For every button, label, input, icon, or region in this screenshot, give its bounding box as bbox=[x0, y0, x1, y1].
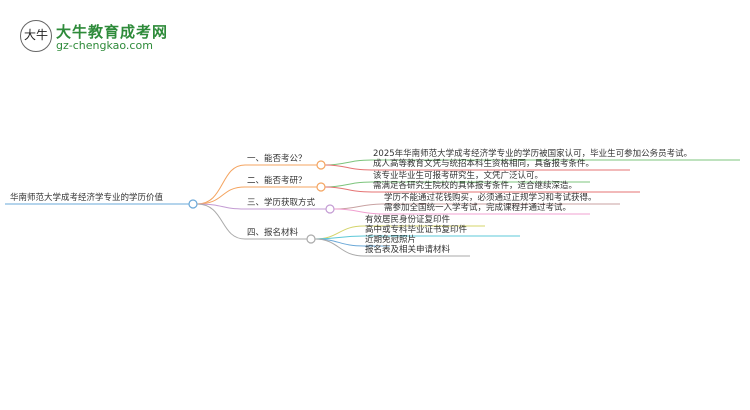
logo-mark-icon: 大牛 bbox=[20, 20, 52, 52]
root-node[interactable]: 华南师范大学成考经济学专业的学历价值 bbox=[10, 193, 164, 203]
leaf-connector bbox=[314, 235, 520, 240]
branch-node-circle bbox=[316, 160, 326, 170]
leaf-1-1: 2025年华南师范大学成考经济学专业的学历被国家认可，毕业生可参加公务员考试。 bbox=[373, 149, 693, 159]
leaf-4-2: 高中或专科毕业证书复印件 bbox=[365, 225, 468, 235]
leaf-connector bbox=[324, 164, 630, 171]
branch-node-circle bbox=[306, 234, 316, 244]
logo-url: gz-chengkao.com bbox=[56, 39, 153, 52]
branch-2-label[interactable]: 二、能否考研？ bbox=[247, 176, 307, 186]
leaf-1-2: 成人高等教育文凭与统招本科生资格相同，具备报考条件。 bbox=[373, 159, 595, 169]
leaf-4-1: 有效居民身份证复印件 bbox=[365, 215, 451, 225]
branch-3-label[interactable]: 三、学历获取方式 bbox=[247, 198, 316, 208]
leaf-3-1: 学历不能通过花钱购买，必须通过正规学习和考试获得。 bbox=[384, 193, 597, 203]
leaf-4-3: 近期免冠照片 bbox=[365, 235, 417, 245]
branch-4-label[interactable]: 四、报名材料 bbox=[247, 228, 299, 238]
leaf-2-2: 需满足各研究生院校的具体报考条件，适合继续深造。 bbox=[373, 181, 578, 191]
branch-node-circle bbox=[325, 204, 335, 214]
leaf-3-2: 需参加全国统一入学考试，完成课程并通过考试。 bbox=[384, 203, 572, 213]
leaf-4-4: 报名表及相关申请材料 bbox=[365, 245, 451, 255]
branch-connector bbox=[196, 164, 317, 205]
branch-connector bbox=[196, 203, 326, 210]
leaf-connector bbox=[314, 238, 470, 257]
branch-node-circle bbox=[316, 182, 326, 192]
root-node-circle bbox=[188, 199, 198, 209]
branch-connector bbox=[196, 186, 317, 205]
logo-title: 大牛教育成考网 bbox=[56, 23, 169, 41]
branch-connector bbox=[196, 203, 307, 240]
branch-1-label[interactable]: 一、能否考公？ bbox=[247, 154, 307, 164]
leaf-2-1: 该专业毕业生可报考研究生，文凭广泛认可。 bbox=[373, 171, 544, 181]
leaf-connector bbox=[324, 186, 640, 193]
leaf-connector bbox=[333, 208, 590, 215]
logo: 大牛 大牛教育成考网 gz-chengkao.com bbox=[18, 14, 188, 54]
